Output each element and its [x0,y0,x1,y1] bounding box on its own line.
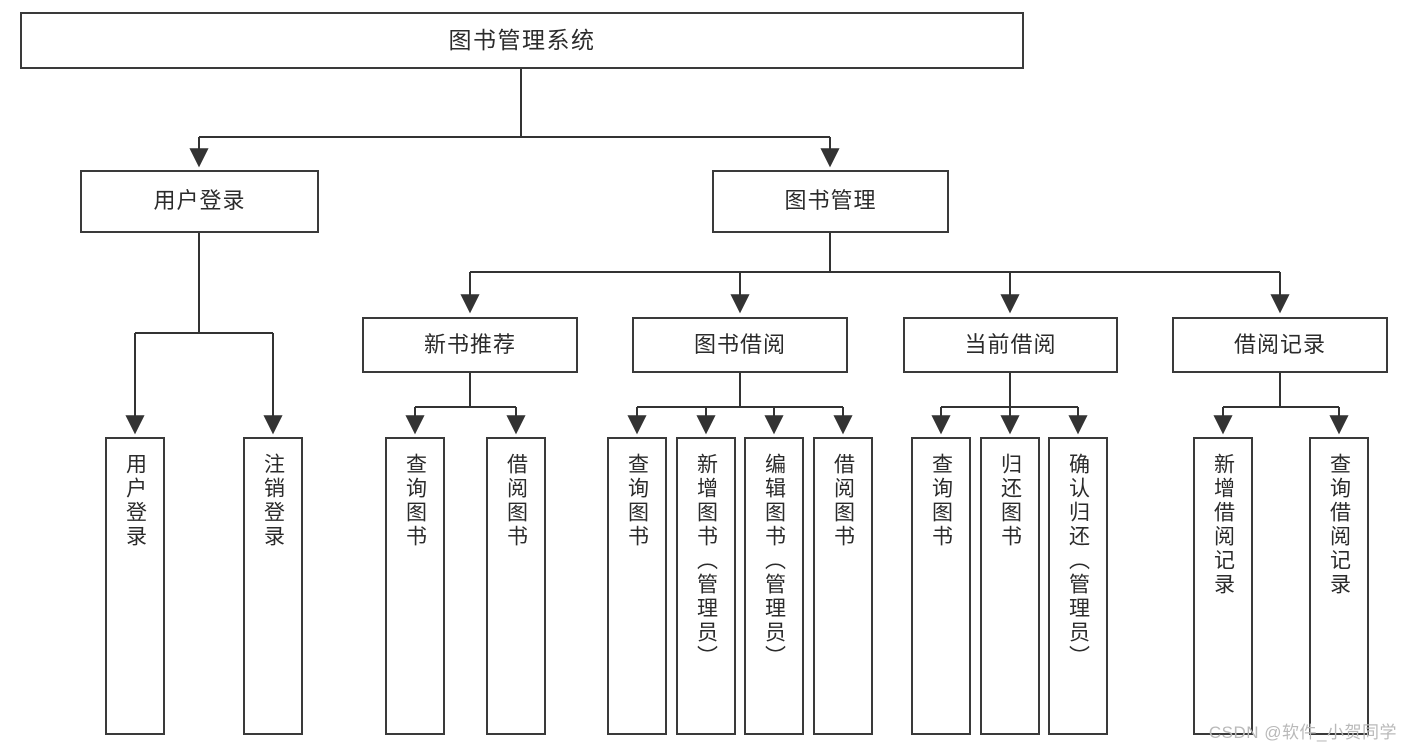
leaf-book-borrow-4-label: 借阅图书 [831,453,855,549]
leaf-book-borrow-4[interactable]: 借阅图书 [813,437,873,735]
node-user-login[interactable]: 用户登录 [80,170,319,233]
leaf-user-login-1[interactable]: 用户登录 [105,437,165,735]
leaf-current-borrow-1[interactable]: 查询图书 [911,437,971,735]
leaf-current-borrow-2-label: 归还图书 [998,453,1022,549]
node-root-system-label: 图书管理系统 [448,26,596,53]
node-book-manage[interactable]: 图书管理 [712,170,949,233]
csdn-watermark: CSDN @软件_小贺同学 [1208,723,1397,742]
leaf-new-book-recommend-2-label: 借阅图书 [504,453,528,549]
leaf-current-borrow-3-label: 确认归还（管理员） [1066,453,1090,669]
leaf-current-borrow-2[interactable]: 归还图书 [980,437,1040,735]
leaf-borrow-record-2[interactable]: 查询借阅记录 [1309,437,1369,735]
node-new-book-recommend-label: 新书推荐 [423,331,516,357]
node-borrow-record-label: 借阅记录 [1233,331,1326,357]
node-new-book-recommend[interactable]: 新书推荐 [362,317,578,373]
node-borrow-record[interactable]: 借阅记录 [1172,317,1388,373]
leaf-book-borrow-2-label: 新增图书（管理员） [694,453,718,669]
node-book-borrow-label: 图书借阅 [693,331,786,357]
leaf-new-book-recommend-2[interactable]: 借阅图书 [486,437,546,735]
leaf-borrow-record-1[interactable]: 新增借阅记录 [1193,437,1253,735]
leaf-book-borrow-1-label: 查询图书 [625,453,649,549]
leaf-borrow-record-1-label: 新增借阅记录 [1211,453,1235,597]
node-current-borrow[interactable]: 当前借阅 [903,317,1118,373]
leaf-user-login-2[interactable]: 注销登录 [243,437,303,735]
node-current-borrow-label: 当前借阅 [964,331,1057,357]
leaf-new-book-recommend-1-label: 查询图书 [403,453,427,549]
leaf-user-login-1-label: 用户登录 [123,453,147,549]
node-book-borrow[interactable]: 图书借阅 [632,317,848,373]
node-user-login-label: 用户登录 [153,188,246,214]
node-book-manage-label: 图书管理 [784,188,877,214]
leaf-current-borrow-1-label: 查询图书 [929,453,953,549]
leaf-current-borrow-3[interactable]: 确认归还（管理员） [1048,437,1108,735]
node-root-system[interactable]: 图书管理系统 [20,12,1024,69]
leaf-book-borrow-1[interactable]: 查询图书 [607,437,667,735]
leaf-book-borrow-2[interactable]: 新增图书（管理员） [676,437,736,735]
leaf-user-login-2-label: 注销登录 [261,453,285,549]
leaf-book-borrow-3-label: 编辑图书（管理员） [762,453,786,669]
leaf-borrow-record-2-label: 查询借阅记录 [1327,453,1351,597]
leaf-book-borrow-3[interactable]: 编辑图书（管理员） [744,437,804,735]
leaf-new-book-recommend-1[interactable]: 查询图书 [385,437,445,735]
